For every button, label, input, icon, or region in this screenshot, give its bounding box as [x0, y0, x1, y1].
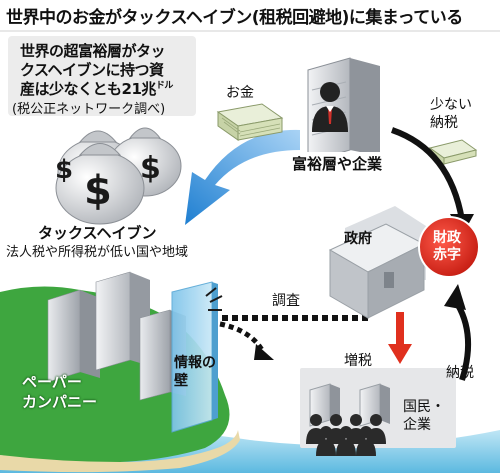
label-citizens: 国民・ 企業	[403, 398, 445, 434]
investigation-arrow	[219, 315, 368, 360]
person-icon	[312, 82, 348, 132]
house-icon	[328, 206, 426, 319]
label-little-tax: 少ない 納税	[430, 96, 472, 132]
label-little-tax-1: 少ない	[430, 97, 472, 113]
label-paper-company: ペーパー カンパニー	[22, 372, 97, 412]
deficit-badge	[418, 216, 480, 278]
label-deficit-1: 財政	[433, 230, 461, 246]
island-beach	[0, 430, 240, 473]
label-deficit: 財政 赤字	[433, 230, 461, 264]
note-line-3: 産は少なくとも21兆ドル	[20, 78, 173, 99]
money-stack-icon	[216, 103, 284, 141]
money-stack-icon	[428, 139, 478, 165]
low-tax-arrow	[391, 127, 465, 221]
label-info-wall-2: 壁	[174, 373, 188, 389]
note-unit: ドル	[155, 81, 174, 91]
label-citizens-1: 国民・	[403, 399, 445, 415]
note-box: 世界の超富裕層がタッ クスヘイブンに持つ資 産は少なくとも21兆ドル (税公正ネ…	[8, 36, 196, 117]
citizens-group	[300, 368, 456, 456]
dollar-icon: $	[55, 155, 73, 185]
label-government: 政府	[344, 231, 372, 247]
info-wall-icon	[171, 281, 223, 433]
label-tax-haven-desc: 法人税や所得税が低い国や地域	[6, 245, 189, 260]
wealthy-building-icon	[307, 57, 380, 163]
label-tax-payment: 納税	[446, 365, 474, 381]
label-investigation: 調査	[272, 293, 300, 309]
label-paper-company-1: ペーパー	[22, 373, 82, 391]
money-bags: $ $ $	[55, 127, 182, 225]
label-deficit-2: 赤字	[433, 247, 461, 263]
label-info-wall: 情報の 壁	[174, 354, 216, 390]
label-money: お金	[226, 85, 254, 101]
label-info-wall-1: 情報の	[174, 355, 216, 371]
label-paper-company-2: カンパニー	[22, 393, 98, 411]
label-tax-haven: タックスヘイブン	[38, 224, 157, 242]
note-line-1: 世界の超富裕層がタッ	[20, 42, 166, 60]
dollar-icon: $	[84, 168, 112, 214]
dollar-icon: $	[140, 151, 161, 186]
title-bar: 世界中のお金がタックスヘイブン(租税回避地)に集まっている	[0, 0, 500, 32]
note-line-3-text: 産は少なくとも21兆	[20, 80, 156, 98]
note-source: (税公正ネットワーク調べ)	[12, 102, 166, 117]
tax-increase-arrow	[388, 312, 412, 364]
note-line-2: クスヘイブンに持つ資	[20, 61, 164, 79]
money-flow-arrow	[185, 129, 300, 225]
page-title: 世界中のお金がタックスヘイブン(租税回避地)に集まっている	[6, 8, 463, 28]
label-little-tax-2: 納税	[430, 115, 458, 131]
label-citizens-2: 企業	[403, 417, 431, 433]
label-tax-increase: 増税	[344, 353, 372, 369]
label-wealthy: 富裕層や企業	[290, 152, 385, 175]
